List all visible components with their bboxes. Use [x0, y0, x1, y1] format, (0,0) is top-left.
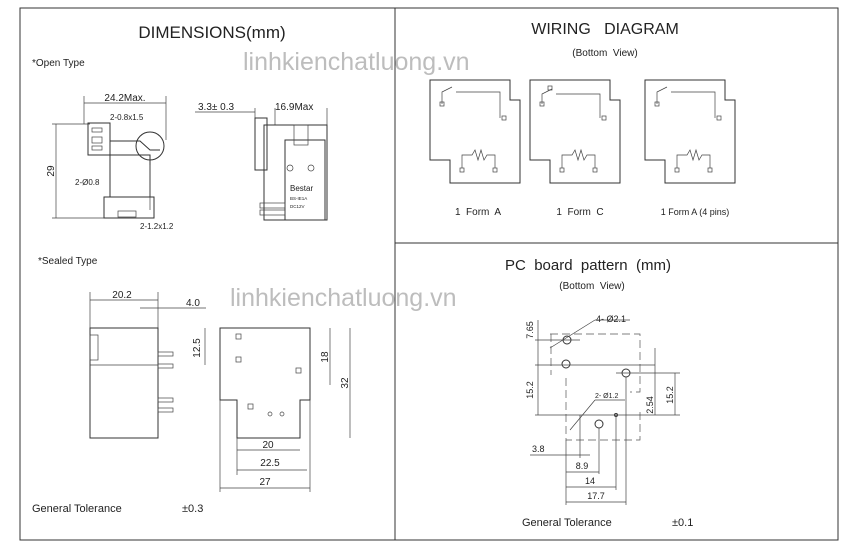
dim-width-max: 24.2Max.	[104, 93, 145, 104]
dim-sealed-22-5: 22.5	[260, 458, 280, 469]
dimensions-tolerance-value: ±0.3	[182, 503, 203, 515]
pcb-tolerance-value: ±0.1	[672, 517, 693, 529]
pcb-dim-15-2-left: 15.2	[525, 381, 535, 399]
pcb-dim-14: 14	[585, 476, 595, 486]
open-type-label: *Open Type	[32, 58, 85, 69]
dim-pin-offset: 3.3± 0.3	[198, 102, 235, 113]
dim-pin-size: 2-1.2x1.2	[140, 222, 174, 231]
dimensions-tolerance-label: General Tolerance	[32, 503, 122, 515]
dim-sealed-18: 18	[320, 351, 331, 363]
dim-height: 29	[46, 165, 57, 177]
pcb-dim-2-54: 2.54	[645, 396, 655, 414]
dimensions-title: DIMENSIONS(mm)	[138, 23, 285, 42]
wiring-subtitle: (Bottom View)	[572, 48, 637, 59]
frame-border	[19, 7, 839, 541]
pcb-dim-8-9: 8.9	[576, 461, 589, 471]
sealed-type-label: *Sealed Type	[38, 256, 98, 267]
wiring-form-a-label: 1 Form A	[455, 207, 501, 218]
pcb-title: PC board pattern (mm)	[505, 257, 671, 274]
wiring-form-a-4pins-label: 1 Form A (4 pins)	[661, 207, 730, 217]
dim-sealed-20: 20	[262, 440, 274, 451]
pcb-dim-15-2-right: 15.2	[665, 386, 675, 404]
wiring-title: WIRING DIAGRAM	[531, 21, 679, 38]
pcb-tolerance-label: General Tolerance	[522, 517, 612, 529]
open-type-front-view	[195, 108, 328, 221]
pcb-dim-3-8: 3.8	[532, 444, 545, 454]
wiring-form-c-label: 1 Form C	[556, 207, 603, 218]
pcb-dim-hole-large: 4- Ø2.1	[596, 314, 626, 324]
dim-sealed-pin-offset: 4.0	[186, 298, 200, 309]
pcb-dim-17-7: 17.7	[587, 491, 605, 501]
pcb-pattern	[530, 319, 680, 505]
sealed-type-bottom-view	[204, 327, 351, 492]
dim-hole-diameter: 2-Ø0.8	[75, 178, 100, 187]
sealed-type-side-view	[89, 292, 206, 439]
wiring-form-a-4pins	[644, 79, 736, 184]
relay-model-marking: BS-IE1A	[290, 196, 307, 201]
pcb-subtitle: (Bottom View)	[559, 281, 624, 292]
watermark-top: linhkienchatluong.vn	[243, 48, 470, 76]
wiring-form-a	[429, 79, 521, 184]
open-type-side-view	[52, 96, 167, 219]
dim-sealed-depth: 20.2	[112, 290, 132, 301]
relay-voltage-marking: DC12V	[290, 204, 305, 209]
relay-brand-marking: Bestar	[290, 184, 313, 193]
dim-sealed-12-5: 12.5	[192, 338, 203, 358]
wiring-form-c	[529, 79, 621, 184]
pcb-dim-7-65: 7.65	[525, 321, 535, 339]
dim-sealed-width: 27	[259, 477, 271, 488]
watermark-middle: linhkienchatluong.vn	[230, 284, 457, 312]
dim-slot-size: 2-0.8x1.5	[110, 113, 144, 122]
dim-depth-max: 16.9Max	[275, 102, 313, 113]
dim-sealed-height: 32	[340, 377, 351, 389]
pcb-dim-hole-small: 2- Ø1.2	[595, 393, 618, 400]
